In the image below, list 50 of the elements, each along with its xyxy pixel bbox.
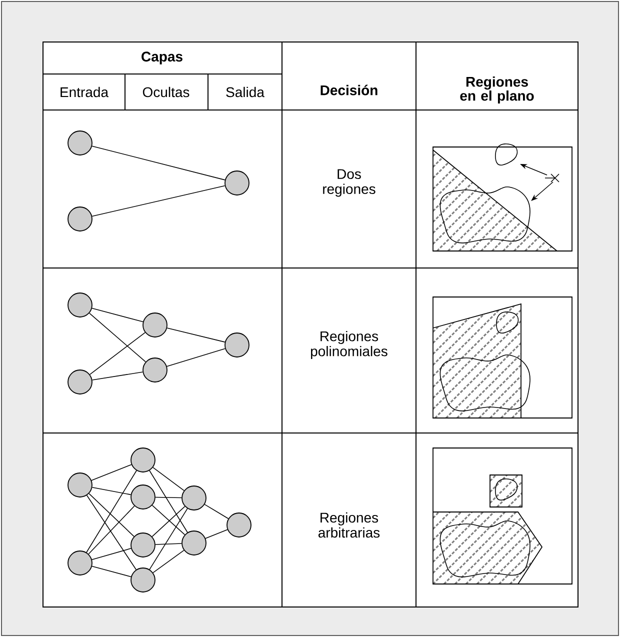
neuron-circle [142, 312, 168, 338]
connection-line [92, 146, 226, 180]
column-subheader: Entrada [60, 86, 109, 98]
neuron-circle [142, 358, 168, 382]
connection-line [92, 548, 132, 560]
connection-line [88, 493, 134, 537]
connection-line [149, 508, 188, 570]
neuron-circle [130, 484, 156, 510]
connection-line [92, 372, 144, 380]
connection-line [204, 504, 229, 519]
column-subheader: Salida [226, 86, 264, 98]
connection-line [92, 308, 144, 322]
connection-line [86, 470, 137, 553]
neuron-circle [182, 530, 206, 556]
neuron-circle [68, 550, 92, 576]
row-label: Dos regiones [323, 169, 376, 197]
column-header: Decisión [320, 84, 378, 96]
connection-line [88, 506, 135, 554]
connection-line [86, 494, 137, 570]
column-header: Regiones en el plano [460, 76, 534, 104]
connection-line [92, 486, 132, 496]
neuron-circle [130, 532, 156, 558]
connection-line [90, 332, 146, 375]
connection-line [155, 543, 182, 545]
column-subheader: Ocultas [142, 86, 190, 98]
neuron-circle [68, 206, 92, 232]
neuron-circle [68, 370, 92, 394]
connection-line [155, 496, 182, 498]
neuron-circle [68, 472, 92, 498]
neuron-circle [224, 332, 250, 358]
connection-line [205, 529, 228, 539]
connection-line [92, 185, 226, 217]
row-label: Regiones arbitrarias [318, 512, 380, 538]
column-header: Capas [142, 52, 182, 64]
connection-line [149, 470, 188, 533]
neuron-circle [226, 512, 252, 538]
neuron-circle [68, 130, 92, 156]
row-label: Regiones polinomiales [311, 330, 388, 360]
neuron-circle [224, 170, 250, 196]
neuron-circle [130, 568, 156, 592]
connection-line [91, 464, 132, 481]
connection-line [152, 467, 184, 491]
neuron-circle [68, 292, 92, 318]
neuron-circle [182, 486, 206, 510]
connection-line [166, 328, 226, 342]
connection-line [166, 348, 226, 367]
connection-line [152, 550, 184, 574]
neuron-circle [130, 448, 156, 472]
connection-line [89, 312, 146, 362]
connection-line [92, 566, 132, 578]
